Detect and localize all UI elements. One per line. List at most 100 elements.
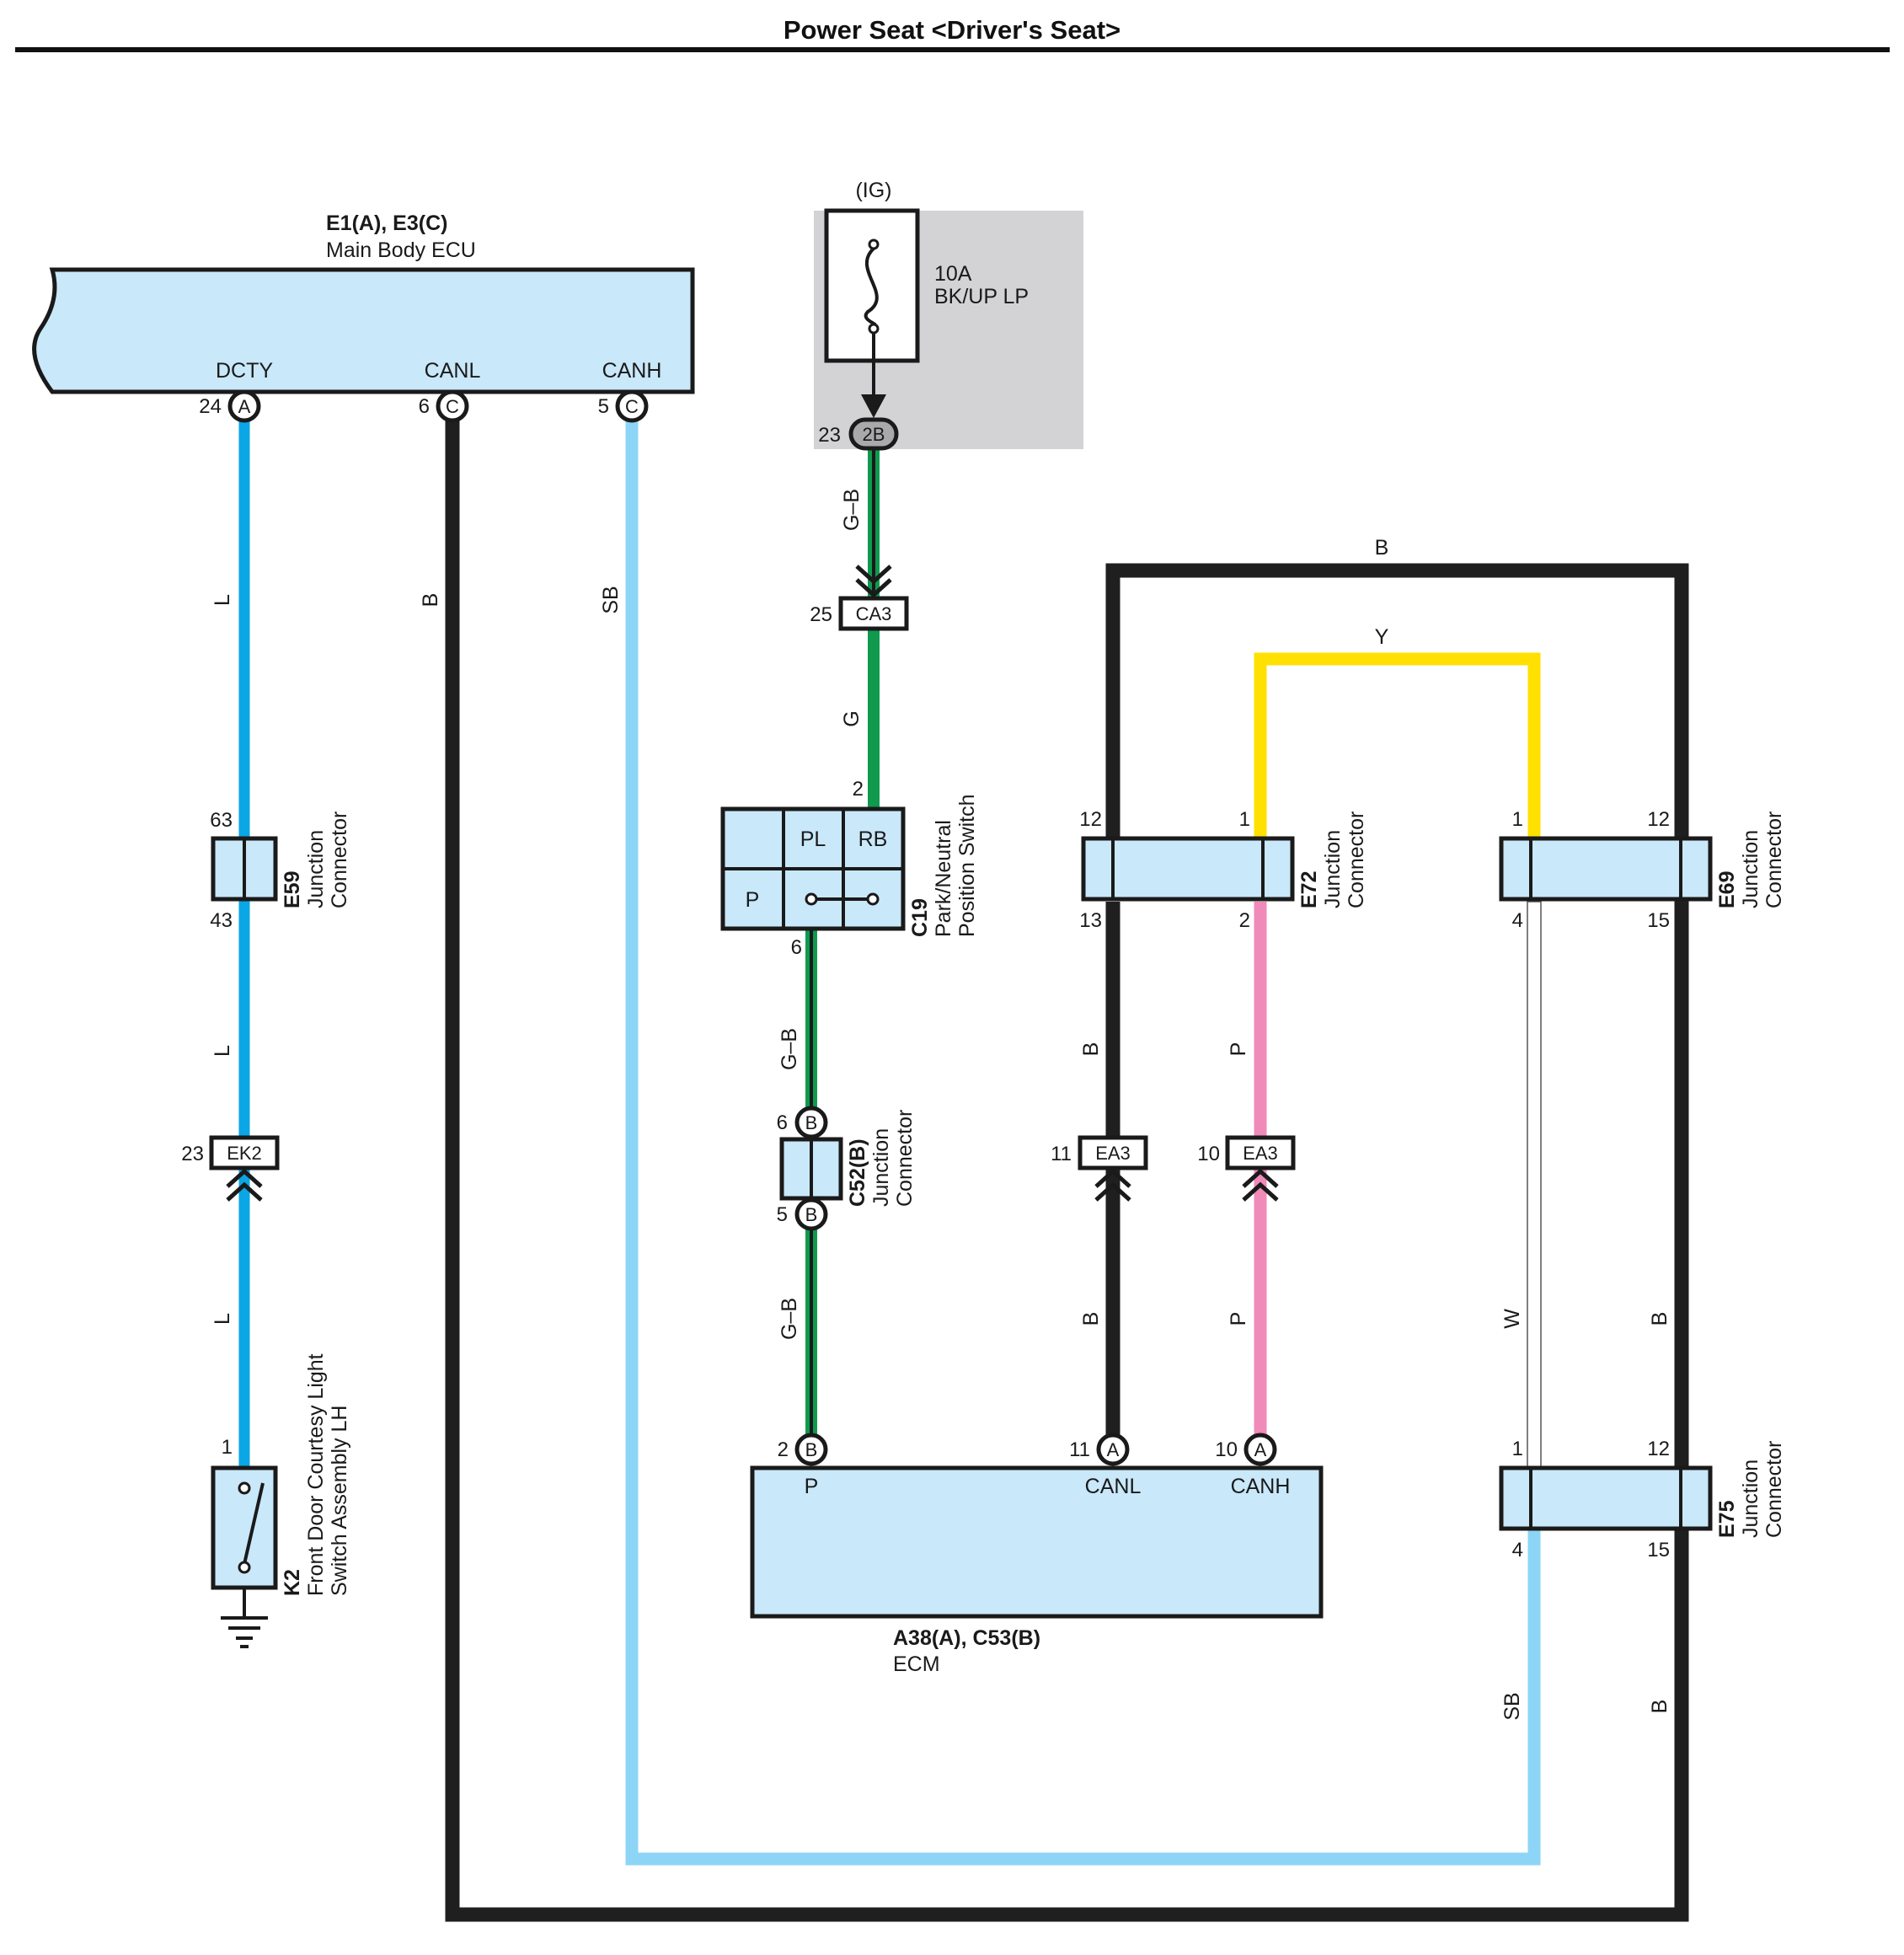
- ecm-pin-conn-p: B: [805, 1439, 818, 1460]
- ecu-pin-conn-canh: C: [625, 396, 639, 417]
- e59-name-2: Connector: [328, 811, 351, 908]
- c52-name-2: Connector: [893, 1110, 917, 1207]
- ca3-plug-icon: [855, 565, 892, 598]
- e59-junction: 63 43 E59 Junction Connector: [210, 809, 351, 932]
- k2-name-1: Front Door Courtesy Light: [304, 1353, 328, 1596]
- c52-pin-circle-top[interactable]: [794, 1106, 828, 1139]
- e75-body[interactable]: [1499, 1465, 1713, 1531]
- diagram-title: Power Seat <Driver's Seat>: [784, 15, 1120, 45]
- ea3-canh-connector[interactable]: EA3 10: [1197, 1135, 1296, 1202]
- wire-canh-sb[interactable]: [625, 404, 1541, 1866]
- ek2-box: [209, 1135, 280, 1170]
- ecu-pin-canh: 5: [598, 395, 609, 418]
- e72-id: E72: [1297, 871, 1321, 908]
- ek2-connector[interactable]: EK2 23: [181, 1135, 280, 1202]
- wire-w[interactable]: [1527, 901, 1542, 1469]
- e69-id: E69: [1715, 871, 1739, 908]
- fuse-terminal-top: [868, 238, 880, 250]
- ecm-pin-circle-canh[interactable]: [1243, 1433, 1277, 1466]
- c19-pin-top: 2: [853, 778, 864, 801]
- ea3-canl-box: [1078, 1135, 1148, 1170]
- c19-cell-pl: PL: [800, 828, 826, 851]
- ek2-pin: 23: [181, 1143, 204, 1165]
- ca3-id: CA3: [856, 603, 892, 624]
- ea3-canl-plug-icon: [1094, 1168, 1131, 1202]
- wire-b-loop[interactable]: [1105, 563, 1689, 1469]
- e69-name-1: Junction: [1739, 830, 1762, 908]
- wire-label-c52-out: G–B: [778, 1298, 801, 1340]
- fuse-connector-pin: 23: [818, 424, 841, 447]
- e69-name-2: Connector: [1762, 811, 1786, 908]
- wire-label-canh: SB: [599, 586, 623, 613]
- ecm: B 2 A 11 A 10 P CANL CANH A38(A), C53(B)…: [750, 1433, 1324, 1676]
- e72-body[interactable]: [1081, 836, 1295, 902]
- ecm-pin-circle-p[interactable]: [794, 1433, 828, 1466]
- ecu-pin-circle-dcty[interactable]: [227, 389, 261, 423]
- k2-pin: 1: [222, 1436, 233, 1459]
- ea3-canh-box: [1225, 1135, 1296, 1170]
- ek2-id: EK2: [227, 1143, 262, 1164]
- k2-contact-top: [238, 1481, 251, 1495]
- e59-name-1: Junction: [304, 830, 328, 908]
- e69-junction: 1 12 4 15 E69 Junction Connector: [1499, 808, 1786, 932]
- wire-label-e69-4: W: [1500, 1309, 1524, 1329]
- ecm-body[interactable]: [750, 1465, 1324, 1619]
- ecu-pin-conn-canl: C: [446, 396, 459, 417]
- e75-name-1: Junction: [1739, 1460, 1762, 1538]
- fuse-rating: 10A: [934, 262, 972, 286]
- ecu-pin-canl: 6: [419, 395, 430, 418]
- wire-label-e72-2: P: [1227, 1042, 1250, 1057]
- c52-pin-top: 6: [777, 1111, 788, 1134]
- ea3-canl-pin: 11: [1051, 1143, 1072, 1165]
- e75-pin-12: 12: [1647, 1438, 1670, 1460]
- e69-pin-12: 12: [1647, 808, 1670, 831]
- fuse-block: (IG) 10A BK/UP LP 2B 23: [814, 179, 1083, 451]
- c19-contact-right: [866, 892, 880, 906]
- ecu-pin-circle-canh[interactable]: [615, 389, 649, 423]
- ecm-terminal-canh: CANH: [1231, 1475, 1291, 1498]
- e72-pin-1: 1: [1239, 808, 1250, 831]
- e59-id: E59: [281, 871, 304, 908]
- c52-pin-circle-bot[interactable]: [794, 1197, 828, 1231]
- main-body-ecu-body[interactable]: [32, 267, 695, 394]
- e69-pin-4: 4: [1512, 909, 1523, 932]
- e75-junction: 1 12 4 15 E75 Junction Connector: [1499, 1438, 1786, 1561]
- ecm-pin-canl: 11: [1069, 1438, 1090, 1461]
- wire-label-e69-15: B: [1648, 1312, 1671, 1326]
- e75-pin-15: 15: [1647, 1539, 1670, 1561]
- ecm-terminal-p: P: [805, 1475, 819, 1498]
- fuse-arrow-icon: [861, 394, 886, 418]
- ca3-connector[interactable]: CA3 25: [810, 565, 909, 631]
- ea3-canl-id: EA3: [1095, 1143, 1131, 1164]
- fuse-element-icon: [864, 247, 879, 327]
- wire-label-b-loop: B: [1375, 536, 1389, 560]
- fuse-name: BK/UP LP: [934, 285, 1029, 308]
- e72-pin-13: 13: [1079, 909, 1102, 932]
- wire-label-fuse-out: G–B: [840, 489, 864, 531]
- fuse-connector-2b[interactable]: [848, 417, 899, 451]
- ea3-canh-plug-icon: [1242, 1168, 1279, 1202]
- wire-label-c19-out: G–B: [778, 1028, 801, 1070]
- e69-body[interactable]: [1499, 836, 1713, 902]
- e59-pin-bot: 43: [210, 909, 233, 932]
- e75-name-2: Connector: [1762, 1441, 1786, 1538]
- e59-pin-top: 63: [210, 809, 233, 832]
- ca3-box: [838, 596, 909, 631]
- wire-label-e75-15: B: [1648, 1700, 1671, 1714]
- c19-id: C19: [908, 898, 932, 937]
- c19-contact-left: [805, 892, 818, 906]
- ecu-terminal-canh: CANH: [602, 359, 662, 383]
- ca3-pin: 25: [810, 603, 832, 626]
- ecu-pin-dcty: 24: [199, 395, 222, 418]
- ecu-terminal-canl: CANL: [425, 359, 481, 383]
- ground-icon: [221, 1616, 268, 1648]
- ea3-canl-connector[interactable]: EA3 11: [1051, 1135, 1148, 1202]
- ecm-pin-circle-canl[interactable]: [1096, 1433, 1130, 1466]
- k2-switch-lever-icon: [243, 1482, 265, 1565]
- e72-pin-12: 12: [1079, 808, 1102, 831]
- ecu-pin-circle-canl[interactable]: [436, 389, 469, 423]
- ecm-name: ECM: [893, 1652, 940, 1676]
- c52-conn-top: B: [805, 1112, 818, 1133]
- wire-y-loop[interactable]: [1254, 652, 1541, 837]
